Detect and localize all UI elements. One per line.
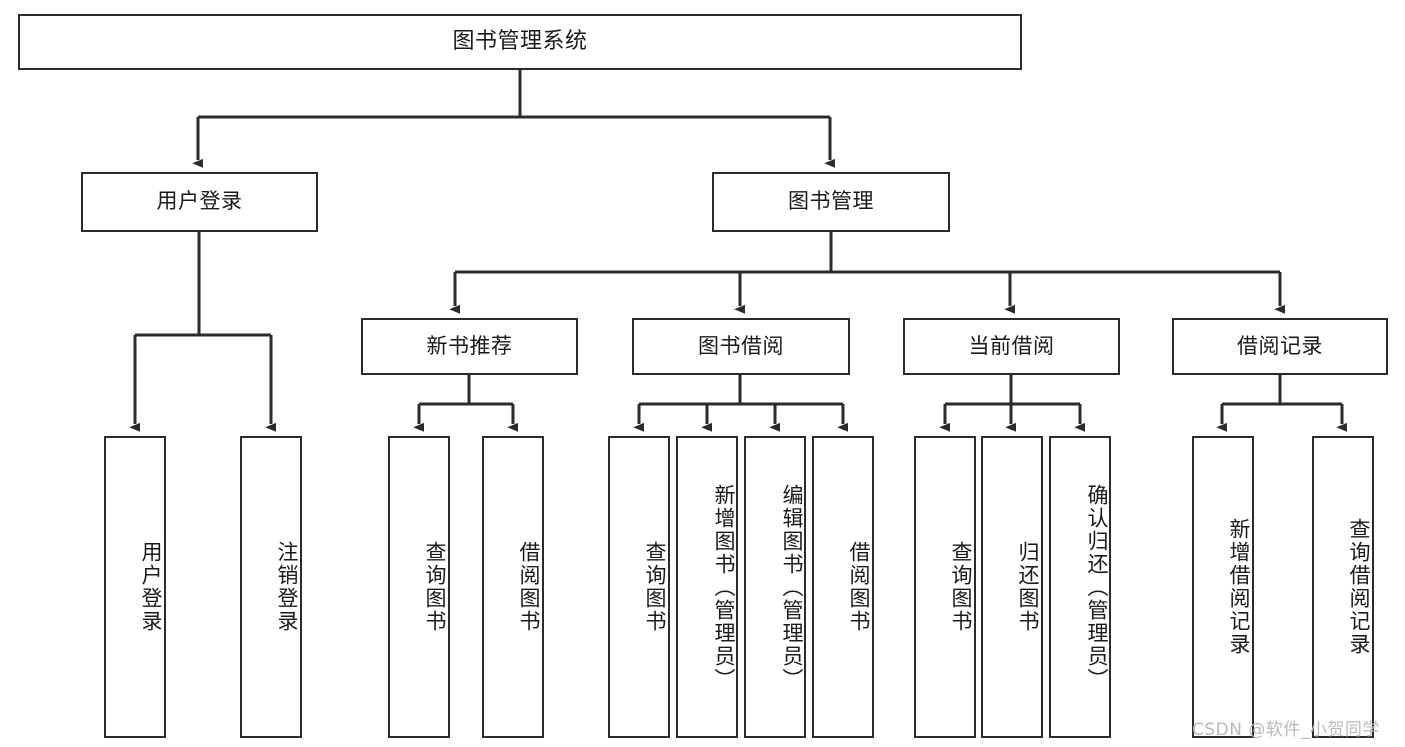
- node-label: 归还图书: [1016, 541, 1040, 633]
- leaf-borrow-add-book-admin[interactable]: 新增图书（管理员）: [676, 436, 738, 738]
- node-label: 查询借阅记录: [1347, 518, 1371, 656]
- leaf-current-confirm-return-admin[interactable]: 确认归还（管理员）: [1049, 436, 1111, 738]
- node-user-login[interactable]: 用户登录: [81, 172, 318, 232]
- node-label: 当前借阅: [968, 333, 1055, 358]
- node-label: 查询图书: [643, 541, 667, 633]
- leaf-borrow-query-book[interactable]: 查询图书: [608, 436, 670, 738]
- leaf-record-query-record[interactable]: 查询借阅记录: [1312, 436, 1374, 738]
- node-label: 借阅记录: [1237, 333, 1323, 358]
- node-label: 新书推荐: [426, 333, 513, 358]
- leaf-record-add-record[interactable]: 新增借阅记录: [1192, 436, 1254, 738]
- node-new-book-recommend[interactable]: 新书推荐: [361, 318, 578, 375]
- node-borrow-record[interactable]: 借阅记录: [1172, 318, 1388, 375]
- node-root-system[interactable]: 图书管理系统: [18, 14, 1022, 70]
- node-book-borrow[interactable]: 图书借阅: [632, 318, 850, 375]
- leaf-current-return-book[interactable]: 归还图书: [981, 436, 1043, 738]
- node-label: 用户登录: [156, 189, 243, 214]
- node-label: 确认归还（管理员）: [1085, 483, 1109, 691]
- node-label: 借阅图书: [517, 541, 541, 633]
- leaf-borrow-borrow-book[interactable]: 借阅图书: [812, 436, 874, 738]
- node-label: 注销登录: [275, 541, 299, 633]
- node-current-borrow[interactable]: 当前借阅: [903, 318, 1120, 375]
- node-book-management[interactable]: 图书管理: [712, 172, 950, 232]
- node-label: 新增图书（管理员）: [712, 483, 736, 691]
- leaf-user-login[interactable]: 用户登录: [104, 436, 166, 738]
- node-label: 查询图书: [423, 541, 447, 633]
- leaf-current-query-book[interactable]: 查询图书: [914, 436, 976, 738]
- leaf-logout[interactable]: 注销登录: [240, 436, 302, 738]
- leaf-newbook-borrow-book[interactable]: 借阅图书: [482, 436, 544, 738]
- node-label: 图书管理系统: [452, 28, 588, 54]
- node-label: 借阅图书: [847, 541, 871, 633]
- node-label: 图书管理: [788, 189, 874, 214]
- node-label: 查询图书: [949, 541, 973, 633]
- node-label: 新增借阅记录: [1227, 518, 1251, 656]
- node-label: 图书借阅: [698, 333, 784, 358]
- leaf-borrow-edit-book-admin[interactable]: 编辑图书（管理员）: [744, 436, 806, 738]
- node-label: 编辑图书（管理员）: [780, 483, 804, 691]
- csdn-watermark: CSDN @软件_小贺同学: [1192, 720, 1380, 740]
- leaf-newbook-query-book[interactable]: 查询图书: [388, 436, 450, 738]
- node-label: 用户登录: [139, 541, 163, 633]
